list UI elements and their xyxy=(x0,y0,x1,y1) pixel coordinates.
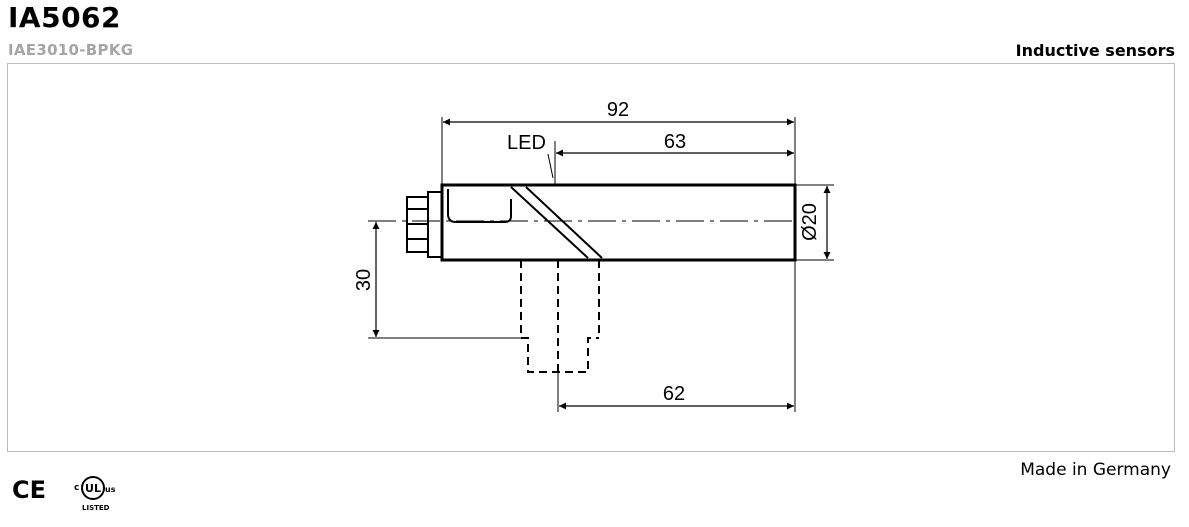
led-label: LED xyxy=(507,132,546,154)
dimension-diameter: Ø20 xyxy=(796,184,834,261)
dimension-drawing: 92 63 LED xyxy=(7,63,1175,452)
led-indicator-callout: LED xyxy=(507,132,554,179)
ce-mark-icon: CE xyxy=(12,476,46,504)
dimension-label-30: 30 xyxy=(353,269,375,291)
dimension-overall-length: 92 xyxy=(441,99,796,185)
ul-listed-icon: c UL us LISTED xyxy=(74,476,116,512)
connector-nut xyxy=(406,191,443,258)
product-category: Inductive sensors xyxy=(1015,41,1175,60)
svg-text:c: c xyxy=(74,483,79,493)
certification-marks: CE c UL us LISTED xyxy=(10,470,140,520)
dimension-label-63: 63 xyxy=(664,131,686,153)
article-code: IAE3010-BPKG xyxy=(8,41,134,59)
dimension-label-62: 62 xyxy=(663,383,685,405)
svg-text:LISTED: LISTED xyxy=(82,504,110,512)
svg-text:us: us xyxy=(105,485,116,494)
dimension-label-92: 92 xyxy=(607,99,629,121)
alternative-head-outline xyxy=(520,260,600,373)
dimension-lower-length: 62 xyxy=(557,260,796,412)
origin-note: Made in Germany xyxy=(1020,460,1171,480)
dimension-sensing-length: 63 xyxy=(554,131,794,185)
product-code: IA5062 xyxy=(8,1,122,34)
dimension-label-diameter: Ø20 xyxy=(799,203,821,241)
svg-text:UL: UL xyxy=(85,482,101,495)
dimension-offset-height: 30 xyxy=(353,222,521,339)
sensor-housing xyxy=(440,183,797,262)
sensor-drawing-svg: 92 63 LED xyxy=(353,99,834,412)
certification-logos-svg: CE c UL us LISTED xyxy=(12,476,116,512)
